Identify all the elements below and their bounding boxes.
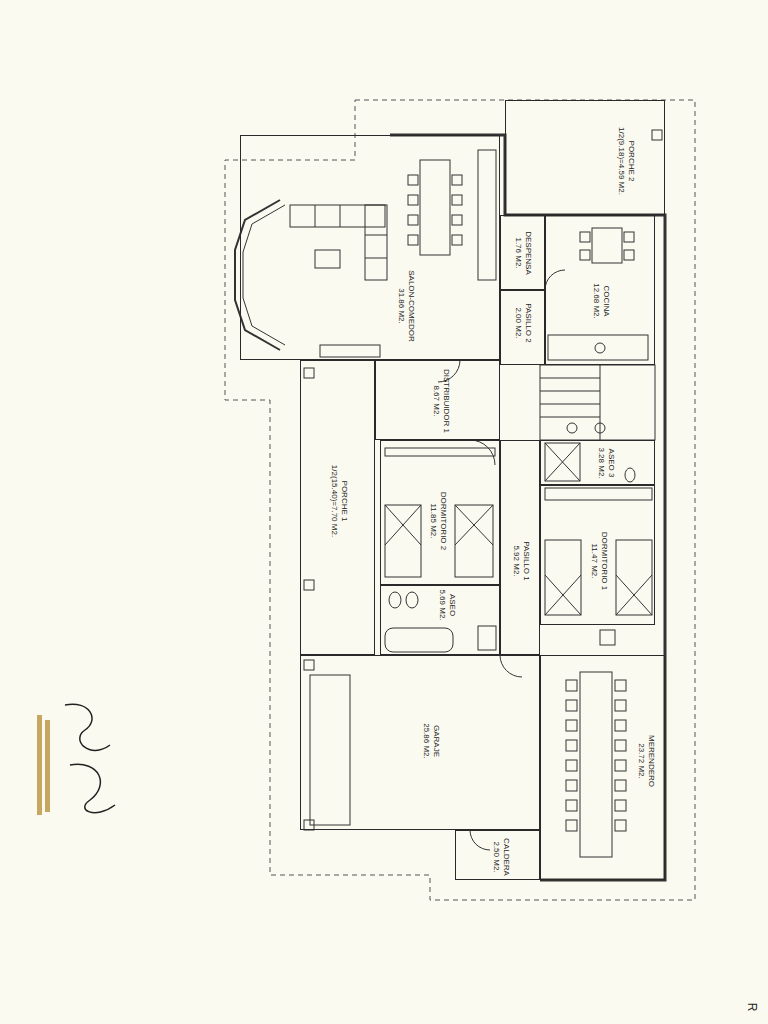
handwritten-mark [37,704,115,815]
room-name: DISTRIBUIDOR 1 [441,369,451,433]
room-area: 5.92 M2. [511,541,521,580]
room-area: 12.68 M2. [591,283,601,319]
room-label: SALON-COMEDOR31.86 M2. [396,270,416,342]
room-outline: PASILLO 15.92 M2. [500,440,540,655]
room-name: PASILLO 2 [523,303,533,342]
room-name: PORCHE 1 [339,465,349,537]
room-area: 25.86 M2. [421,723,431,759]
room-name: DORMITORIO 2 [438,492,448,551]
room-label: COCINA12.68 M2. [591,283,611,319]
room-outline: MERENDERO23.72 M2. [540,655,665,880]
room-area: 3.28 M2. [596,447,606,478]
room-label: PASILLO 22.00 M2. [513,303,533,342]
room-area: 5.69 M2. [437,589,447,620]
room-outline: DISTRIBUIDOR 18.67 M2. [375,360,500,440]
room-outline: DESPENSA1.76 M2. [500,215,545,290]
hob [595,343,605,353]
room-outline: ASEO5.69 M2. [380,585,500,655]
page-mark: R [745,1003,759,1012]
room-label: ASEO 33.28 M2. [596,447,616,478]
long-table [566,672,626,857]
room-outline: GARAJE25.86 M2. [300,655,540,830]
dining-table [408,160,462,255]
toilet [625,468,635,482]
room-outline: PORCHE 21/2(9.18)=4.59 M2. [505,100,665,215]
room-name: DESPENSA [523,231,533,275]
car-outline [310,675,350,825]
cabinet [320,345,380,357]
bay-window [235,200,280,350]
plot-outline [225,100,695,900]
room-name: COCINA [601,283,611,319]
column-mark [304,130,662,830]
room-label: PORCHE 11/2(15.40)=7.70 M2. [329,465,349,537]
room-label: GARAJE25.86 M2. [421,723,441,759]
sofa [290,205,387,280]
room-area: 31.86 M2. [396,270,406,342]
room-name: ASEO [447,589,457,620]
room-area: 2.00 M2. [513,303,523,342]
room-label: DORMITORIO 111.47 M2. [589,532,609,591]
room-label: PASILLO 15.92 M2. [511,541,531,580]
room-area: 1/2(9.18)=4.59 M2. [616,127,626,195]
room-name: MERENDERO [646,735,656,787]
bed [545,488,652,615]
room-area: 11.85 M2. [428,492,438,551]
room-label: DISTRIBUIDOR 18.67 M2. [431,369,451,433]
room-outline: ASEO 33.28 M2. [540,440,655,485]
room-name: ASEO 3 [606,447,616,478]
room-label: DESPENSA1.76 M2. [513,231,533,275]
shower [545,443,580,481]
room-name: SALON-COMEDOR [406,270,416,342]
room-outline: SALON-COMEDOR31.86 M2. [240,135,500,360]
kitchen-counter [548,335,648,360]
room-outline: DORMITORIO 211.85 M2. [380,440,500,585]
room-area: 1.76 M2. [513,231,523,275]
room-name: DORMITORIO 1 [599,532,609,591]
room-area: 8.67 M2. [431,369,441,433]
room-name: PORCHE 2 [626,127,636,195]
room-name: PASILLO 1 [521,541,531,580]
room-outline: PORCHE 11/2(15.40)=7.70 M2. [300,360,375,655]
room-area: 11.47 M2. [589,532,599,591]
bay-window [243,205,285,345]
room-outline: CALDERA2.50 M2. [455,830,540,880]
room-outline: PASILLO 22.00 M2. [500,290,545,365]
kitchen-table [580,228,634,263]
room-label: DORMITORIO 211.85 M2. [428,492,448,551]
room-area: 2.50 M2. [491,838,501,876]
exterior-wall [390,135,665,880]
room-area: 1/2(15.40)=7.70 M2. [329,465,339,537]
room-label: CALDERA2.50 M2. [491,838,511,876]
room-name: CALDERA [501,838,511,876]
room-name: GARAJE [431,723,441,759]
room-label: PORCHE 21/2(9.18)=4.59 M2. [616,127,636,195]
sink [600,630,615,645]
room-outline: COCINA12.68 M2. [545,215,655,365]
stairs [540,365,655,440]
room-outline: DORMITORIO 111.47 M2. [540,485,655,625]
bed [385,448,495,577]
room-label: ASEO5.69 M2. [437,589,457,620]
room-area: 23.72 M2. [636,735,646,787]
sideboard [478,150,496,280]
room-label: MERENDERO23.72 M2. [636,735,656,787]
